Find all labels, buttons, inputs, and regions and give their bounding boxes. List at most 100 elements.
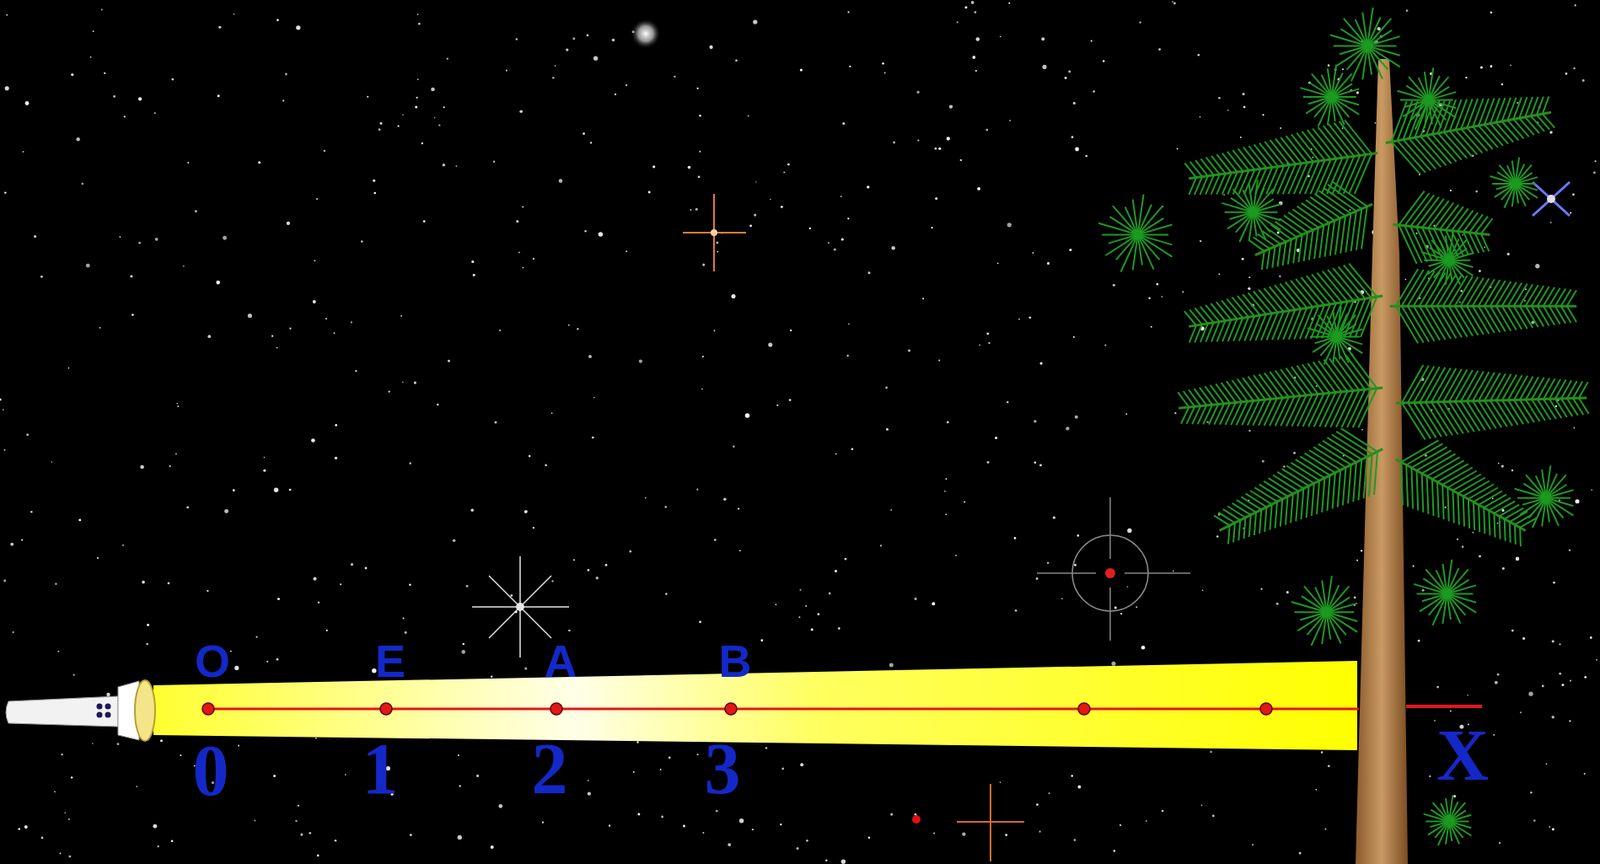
star [103, 72, 106, 75]
pine-frond [1213, 428, 1383, 544]
star [825, 859, 827, 862]
pine-frond [1184, 263, 1383, 344]
star [944, 513, 947, 516]
needle-cluster [1221, 179, 1281, 242]
star [885, 428, 889, 431]
star [1519, 711, 1522, 714]
star [282, 99, 285, 102]
star [586, 33, 590, 37]
star [295, 25, 301, 30]
star [946, 421, 950, 425]
star [934, 147, 937, 150]
star [313, 259, 316, 262]
star [447, 359, 451, 363]
star [1548, 826, 1551, 828]
star [1261, 113, 1264, 116]
star [687, 166, 692, 170]
star [828, 592, 832, 596]
star [938, 147, 941, 151]
star [417, 78, 419, 81]
needle-cluster [1514, 465, 1574, 528]
star [1218, 96, 1221, 100]
star [273, 487, 279, 492]
star [844, 558, 848, 561]
star [714, 538, 716, 541]
star [141, 580, 145, 585]
star [1569, 680, 1572, 682]
star [78, 519, 81, 522]
star [457, 754, 460, 757]
red-dot [912, 815, 921, 824]
star [1046, 561, 1050, 564]
pine-frond [1392, 191, 1493, 264]
star [3, 449, 6, 452]
star [59, 852, 62, 854]
star [702, 832, 704, 834]
star [985, 128, 988, 132]
star [1449, 710, 1452, 713]
star [568, 629, 571, 633]
star [612, 38, 615, 42]
star [755, 181, 758, 183]
star [1064, 76, 1068, 80]
star [85, 263, 91, 269]
star [1436, 686, 1439, 689]
star [999, 781, 1002, 784]
star [1501, 83, 1504, 86]
star [222, 236, 227, 241]
star [614, 93, 617, 96]
star [263, 456, 266, 459]
star [810, 628, 814, 632]
star [1171, 0, 1174, 3]
star [1533, 819, 1536, 822]
star [139, 465, 145, 470]
star [946, 136, 951, 140]
star [1551, 715, 1554, 719]
star [1046, 262, 1050, 265]
star [215, 280, 221, 285]
star [1111, 661, 1116, 666]
star [1583, 773, 1586, 775]
star [1465, 76, 1467, 79]
star [914, 597, 918, 601]
star [25, 101, 30, 106]
star [544, 464, 548, 468]
star [271, 335, 274, 338]
star [316, 853, 320, 857]
star [1104, 344, 1107, 347]
star [54, 582, 58, 586]
star [494, 420, 498, 424]
star [1074, 415, 1079, 419]
blue-star [1532, 182, 1570, 216]
star [890, 509, 892, 511]
star [848, 10, 850, 13]
star [698, 620, 702, 623]
star [1501, 465, 1504, 468]
star [1478, 554, 1482, 558]
star [505, 69, 508, 72]
star [418, 22, 421, 26]
star [668, 756, 672, 759]
star [1048, 792, 1051, 795]
star [289, 488, 292, 492]
star [1453, 794, 1456, 798]
star [333, 332, 336, 334]
star [1033, 419, 1037, 423]
needle-cluster [1330, 7, 1401, 81]
star [737, 507, 740, 510]
star [1004, 833, 1008, 837]
star [682, 825, 686, 828]
star [266, 660, 269, 663]
star [276, 347, 279, 349]
star [866, 185, 870, 188]
star [1361, 429, 1364, 431]
point-letter: O [194, 638, 231, 684]
star [1073, 838, 1077, 842]
star [665, 505, 667, 508]
star [587, 569, 591, 572]
star [1061, 597, 1064, 600]
star [739, 818, 744, 823]
star [326, 629, 328, 632]
star [1240, 136, 1242, 139]
star [372, 179, 376, 183]
